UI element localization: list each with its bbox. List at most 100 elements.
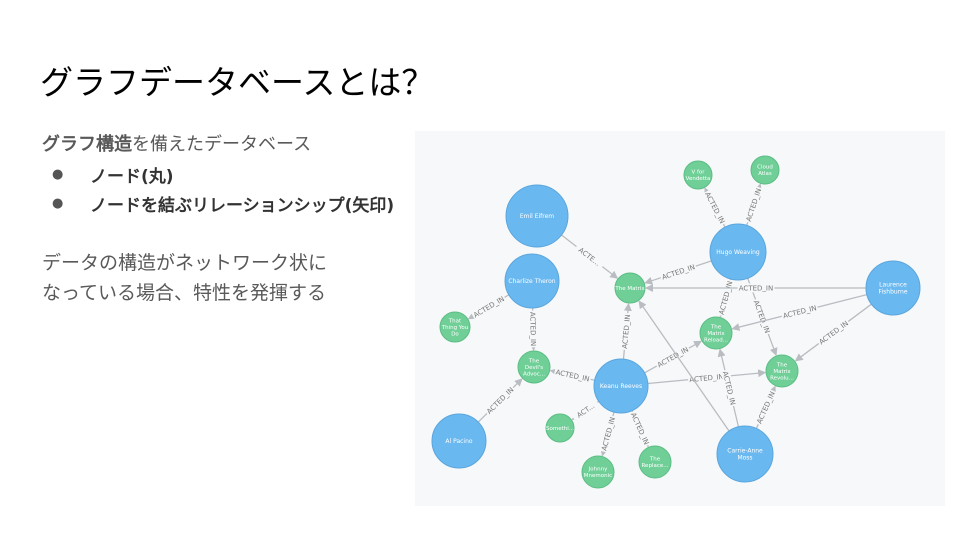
edge-label: ACTED_IN <box>818 319 850 346</box>
edge-label: ACTED_IN <box>752 299 771 334</box>
edge-label-bg <box>780 302 819 321</box>
edge-label: ACTE... <box>577 246 602 268</box>
bullet-dot-icon: ● <box>52 167 64 182</box>
node-reloaded[interactable]: TheMatrixReload... <box>699 316 733 350</box>
node-matrix[interactable]: The Matrix <box>614 272 646 304</box>
node-label: Vendetta <box>686 176 711 182</box>
bullet-list: ● ノード(丸) ● ノードを結ぶリレーションシップ(矢印) <box>52 160 394 218</box>
intro-rest: を備えたデータベース <box>132 134 312 155</box>
person-node-circle[interactable] <box>431 413 487 469</box>
node-label: The <box>776 362 788 368</box>
node-label: Matrix <box>707 331 725 337</box>
person-node-circle[interactable] <box>709 223 767 281</box>
node-something[interactable]: Somethi... <box>545 413 575 443</box>
edge-label: ACT... <box>575 402 596 420</box>
edge-label-bg <box>654 344 692 370</box>
bullet-dot-icon: ● <box>52 196 64 211</box>
node-label: The <box>649 457 661 463</box>
intro-line: グラフ構造を備えたデータベース <box>42 130 311 156</box>
edge-label-bg <box>528 310 539 348</box>
edge-label-bg <box>702 189 728 227</box>
node-devils[interactable]: TheDevil'sAdvoc... <box>517 350 551 384</box>
edge-label-bg <box>743 185 764 224</box>
node-label: Matrix <box>773 369 791 375</box>
movie-node-circle[interactable] <box>683 160 713 190</box>
edge-label-bg <box>619 312 633 351</box>
edge-label-bg <box>553 367 592 384</box>
edge-label-bg <box>599 414 618 453</box>
edge-label-bg <box>483 384 517 417</box>
person-node-circle[interactable] <box>716 425 774 483</box>
node-label: Laurence <box>879 282 907 289</box>
node-label: Johnny <box>588 467 608 473</box>
edge-label-bg <box>687 371 726 385</box>
node-label: Emil Eifrem <box>520 213 554 220</box>
node-revolutions[interactable]: TheMatrixRevolu... <box>765 354 799 388</box>
bullet-text: ノードを結ぶリレーションシップ(矢印) <box>90 196 395 216</box>
movie-node-circle[interactable] <box>439 311 471 343</box>
movie-node-circle[interactable] <box>614 272 646 304</box>
edge-label: ACTED_IN <box>600 416 617 451</box>
edge-label-bg <box>628 409 652 448</box>
edge-label: ACTED_IN <box>528 312 537 347</box>
movie-node-circle[interactable] <box>750 155 780 185</box>
bullet-text: ノード(丸) <box>90 167 174 187</box>
node-label: Replace... <box>641 463 668 469</box>
edge-label-bg <box>470 293 507 321</box>
node-label: The <box>528 358 540 364</box>
node-label: Reload... <box>704 337 728 343</box>
node-label: The <box>710 324 722 330</box>
node-alpacino[interactable]: Al Pacino <box>431 413 487 469</box>
node-label: Charlize Theron <box>508 278 555 285</box>
movie-node-circle[interactable] <box>517 350 551 384</box>
node-charlize[interactable]: Charlize Theron <box>504 253 560 309</box>
edge-label: ACTED_IN <box>745 187 763 222</box>
edge-label: ACTED_IN <box>621 314 632 349</box>
node-label: Keanu Reeves <box>600 383 642 390</box>
node-label: The Matrix <box>614 286 645 292</box>
edge-label: ACTED_IN <box>703 191 726 225</box>
movie-node-circle[interactable] <box>545 413 575 443</box>
node-keanu[interactable]: Keanu Reeves <box>593 358 649 414</box>
edge-label: ACTED_IN <box>689 373 724 384</box>
node-emil[interactable]: Emil Eifrem <box>505 184 569 248</box>
edge-label-bg <box>659 261 698 282</box>
slide-title: グラフデータベースとは？ <box>40 63 435 102</box>
person-node-circle[interactable] <box>593 358 649 414</box>
edge-label-bg <box>754 388 778 427</box>
edge-label-bg <box>573 243 606 271</box>
edge-label: ACTED_IN <box>629 411 650 446</box>
edge-label: ACTED_IN <box>555 368 590 383</box>
node-label: That <box>448 318 462 324</box>
person-node-circle[interactable] <box>505 184 569 248</box>
node-hugo[interactable]: Hugo Weaving <box>709 223 767 281</box>
edge-label-bg <box>816 317 851 348</box>
movie-node-circle[interactable] <box>699 316 733 350</box>
node-label: Do <box>451 331 459 337</box>
edge-label-bg <box>720 369 738 408</box>
node-label: V for <box>691 170 705 176</box>
person-node-circle[interactable] <box>865 260 921 316</box>
node-replacements[interactable]: TheReplace... <box>638 445 672 479</box>
movie-node-circle[interactable] <box>765 354 799 388</box>
bullet-item-node: ● ノード(丸) <box>52 160 394 189</box>
node-label: Cloud <box>757 165 773 171</box>
movie-node-circle[interactable] <box>638 445 672 479</box>
node-label: Devil's <box>525 365 543 371</box>
edge-label: ACTED_IN <box>782 304 817 320</box>
edge-label-bg <box>571 398 600 423</box>
intro-bold-term: グラフ構造 <box>42 134 132 155</box>
movie-node-circle[interactable] <box>581 455 615 489</box>
person-node-circle[interactable] <box>504 253 560 309</box>
edge-label: ACTED_IN <box>756 390 777 425</box>
node-label: Advoc... <box>523 371 545 377</box>
